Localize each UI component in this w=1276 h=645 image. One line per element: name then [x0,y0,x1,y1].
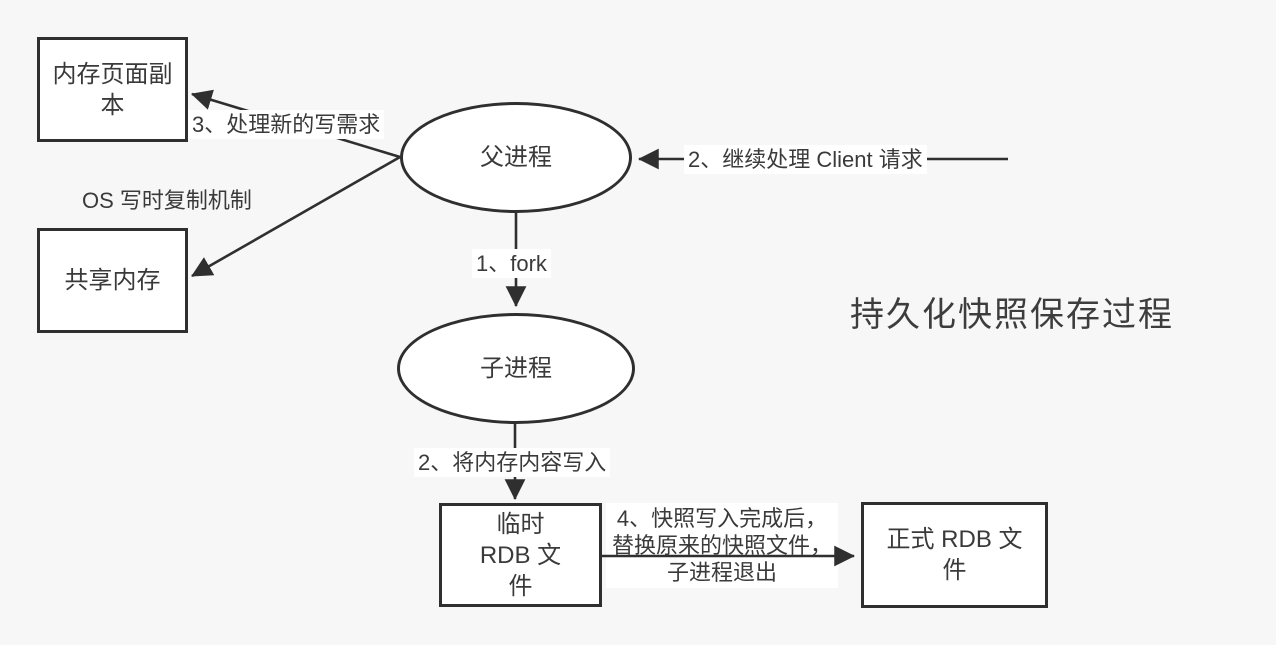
node-final-rdb-file: 正式 RDB 文件 [861,502,1048,608]
edge-label-client-requests: 2、继续处理 Client 请求 [684,145,927,174]
node-label: 父进程 [480,144,552,171]
node-label: 临时 RDB 文件 [479,510,562,600]
edge-label-replace-snapshot: 4、快照写入完成后， 替换原来的快照文件， 子进程退出 [606,503,838,588]
node-label: 共享内存 [64,267,161,294]
node-label: 内存页面副本 [52,60,173,119]
edge-label-replace-line3: 子进程退出 [666,560,777,585]
node-shared-memory: 共享内存 [37,228,188,333]
edge-label-replace-line1: 4、快照写入完成后， [616,506,828,531]
edge-label-write-memory: 2、将内存内容写入 [414,448,611,477]
node-label: 正式 RDB 文件 [886,526,1023,584]
node-temp-rdb-file: 临时 RDB 文件 [439,503,602,607]
edge-label-fork: 1、fork [472,249,551,278]
node-memory-page-copy: 内存页面副本 [37,37,188,142]
diagram-title: 持久化快照保存过程 [850,296,1174,334]
edge-label-copy-on-write: OS 写时复制机制 [82,188,252,213]
edge-label-replace-line2: 替换原来的快照文件， [611,533,832,558]
node-parent-process: 父进程 [400,102,632,213]
edge-parent-to-shared-mem [191,155,401,278]
node-label: 子进程 [480,355,552,382]
edge-label-handle-write: 3、处理新的写需求 [188,110,385,139]
node-child-process: 子进程 [397,313,635,424]
